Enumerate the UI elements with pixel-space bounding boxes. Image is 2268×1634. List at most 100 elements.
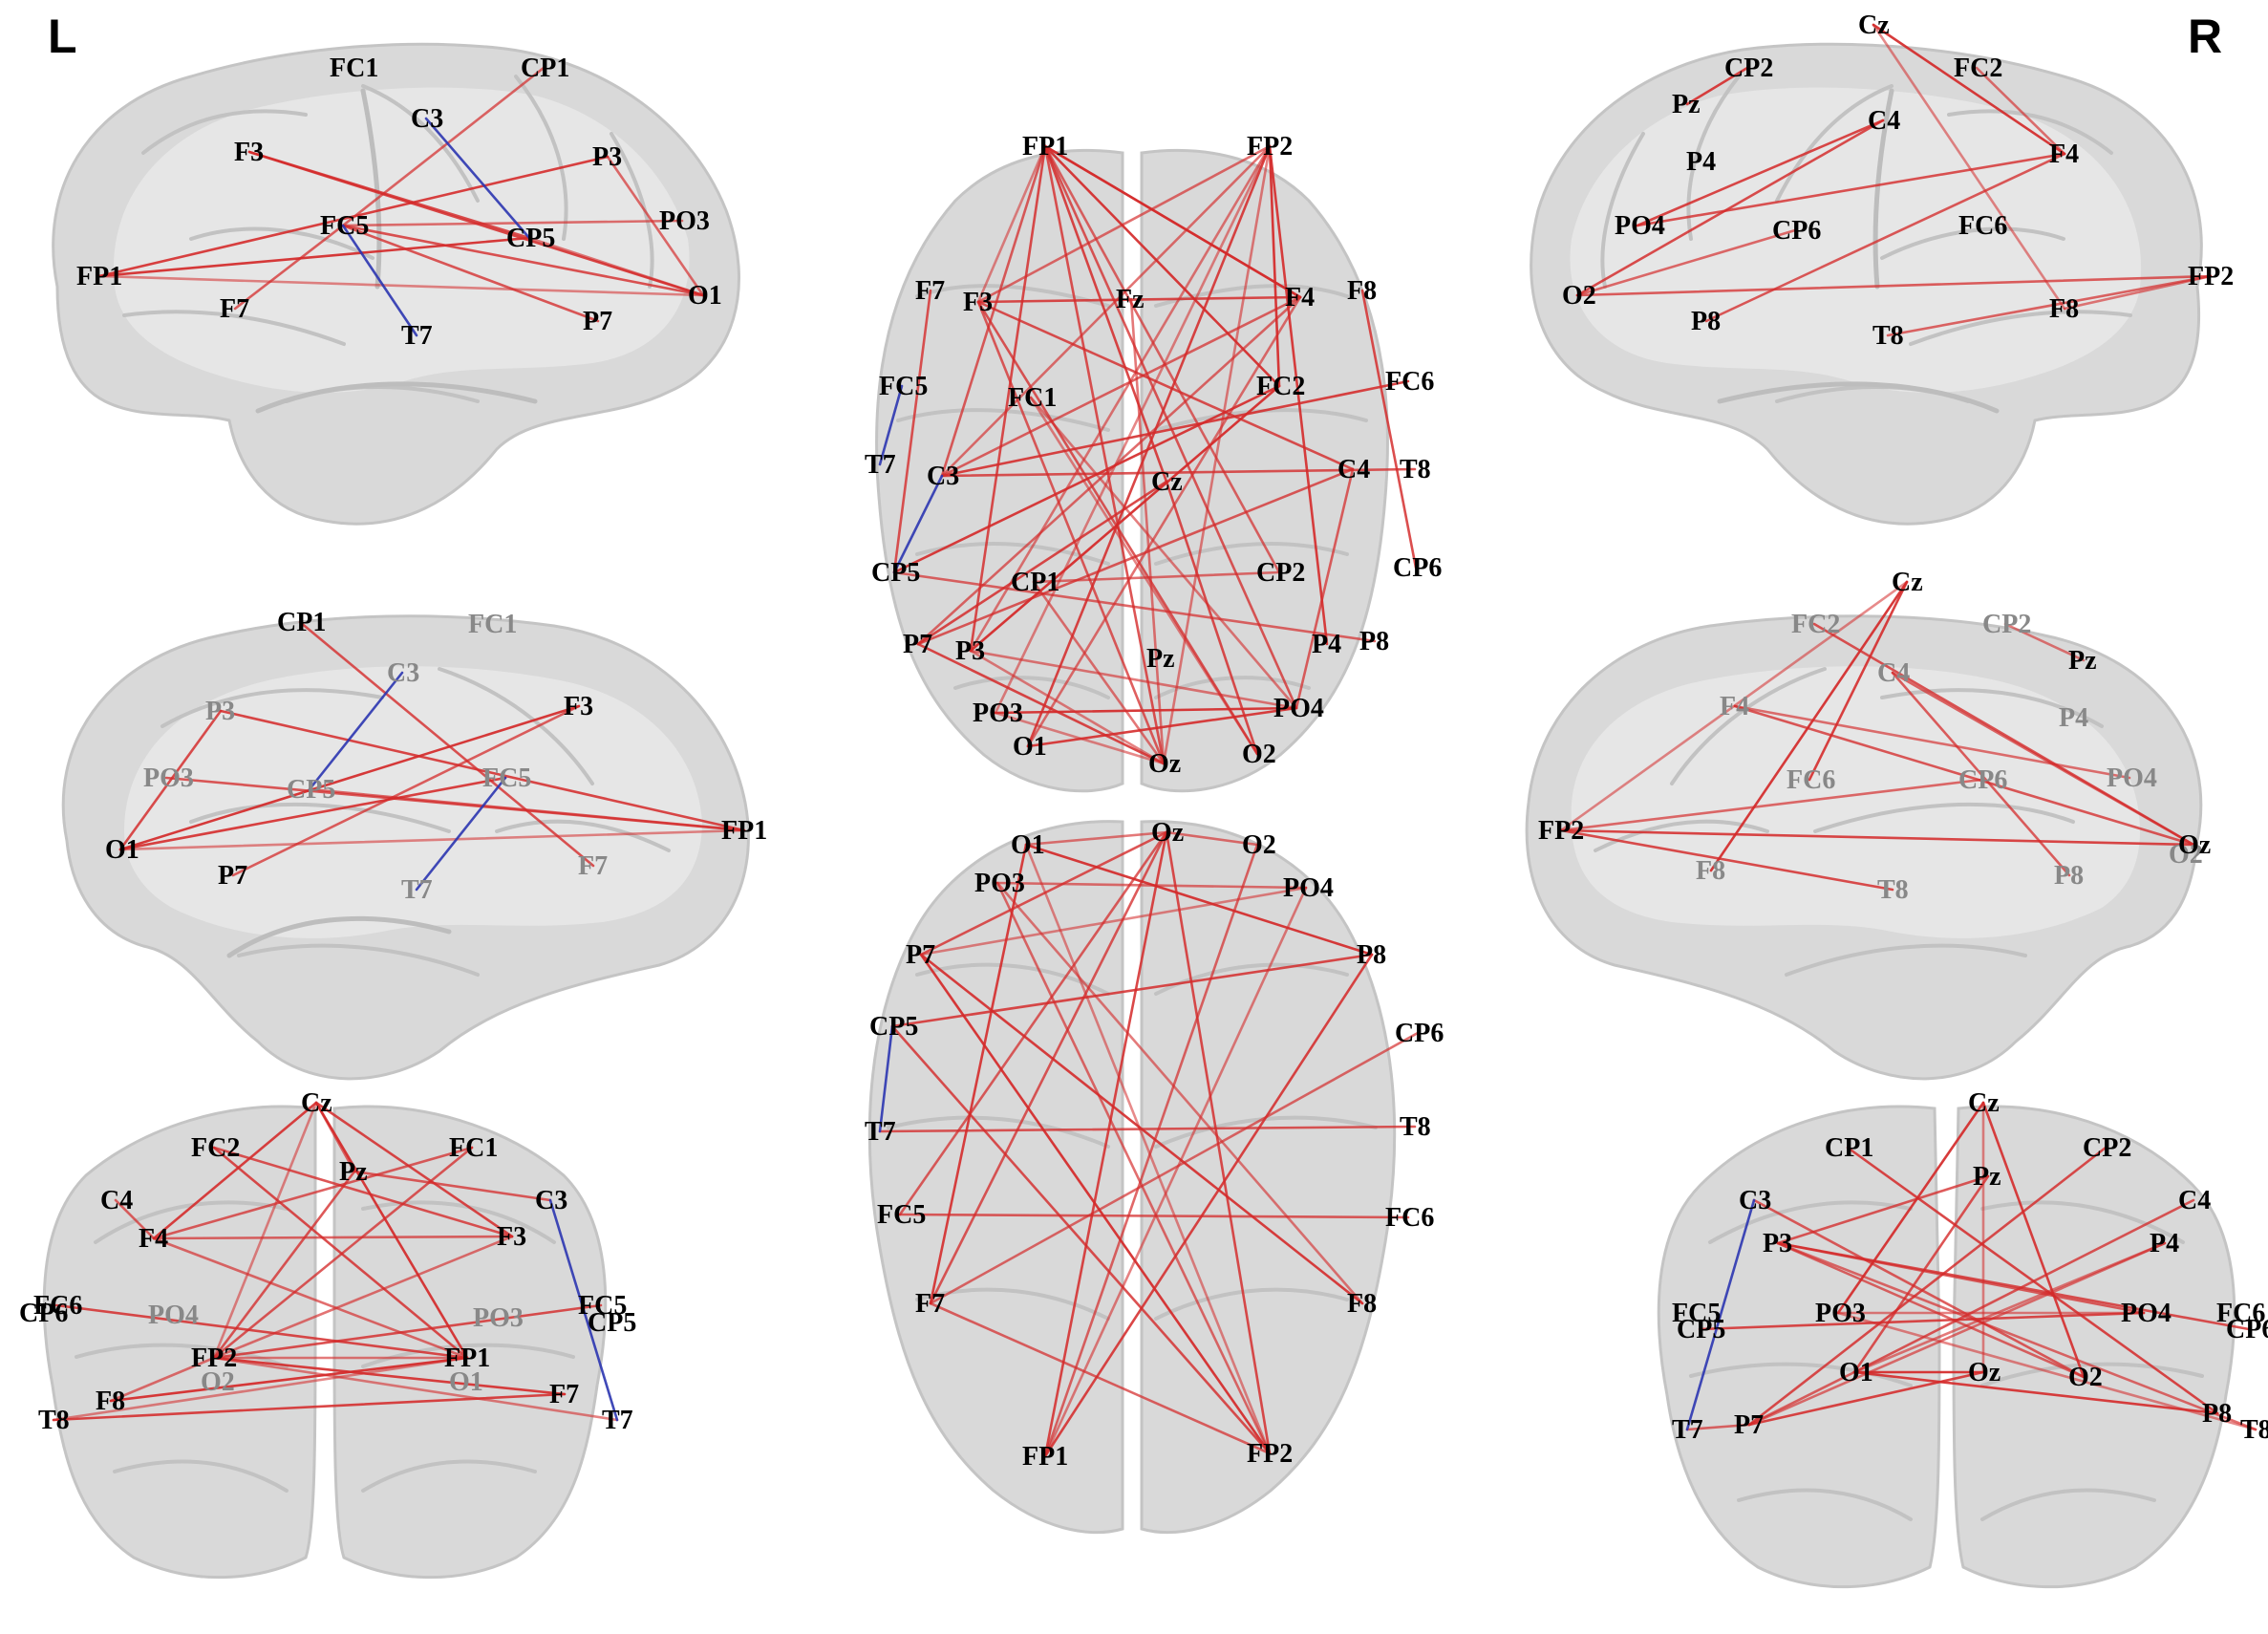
positive-connection-FP2-FC2 bbox=[1268, 144, 1281, 388]
electrode-label-fp2: FP2 bbox=[2188, 262, 2234, 291]
positive-connection-Cz-F3 bbox=[314, 1101, 514, 1238]
positive-connection-PO4-P7 bbox=[919, 886, 1308, 957]
positive-connection-CP1-CP2 bbox=[1032, 570, 1281, 584]
electrode-label-cp2: CP2 bbox=[1724, 54, 1773, 83]
electrode-label-p8: P8 bbox=[2054, 861, 2084, 891]
positive-connection-CP5-O1 bbox=[527, 236, 705, 297]
positive-connection-FP1-CP2 bbox=[1043, 144, 1281, 574]
positive-connection-FC5-FC6 bbox=[898, 1213, 1410, 1219]
positive-connection-Oz-F7 bbox=[929, 830, 1168, 1305]
positive-connection-P3-O2 bbox=[1776, 1241, 2086, 1379]
positive-connection-F4-P8 bbox=[1704, 152, 2066, 323]
electrode-label-f4: F4 bbox=[1285, 283, 1315, 312]
positive-connection-C4-O1 bbox=[1852, 1198, 2195, 1374]
positive-connection-P7-Oz bbox=[916, 642, 1166, 765]
electrode-label-t8: T8 bbox=[1400, 455, 1431, 484]
electrode-label-po4: PO4 bbox=[2107, 763, 2157, 793]
positive-connection-O1-F7 bbox=[929, 843, 1028, 1305]
electrode-label-o1: O1 bbox=[105, 835, 139, 865]
positive-connection-FC5-O1 bbox=[341, 224, 705, 297]
electrode-label-pz: Pz bbox=[339, 1157, 368, 1187]
positive-connection-C4-PO4 bbox=[1294, 467, 1355, 710]
electrode-label-p4: P4 bbox=[1312, 630, 1341, 659]
electrode-label-f8: F8 bbox=[2049, 294, 2079, 324]
electrode-label-po3: PO3 bbox=[143, 763, 194, 793]
positive-connection-FP1-CP5 bbox=[97, 236, 531, 278]
electrode-label-t7: T7 bbox=[865, 450, 896, 480]
positive-connection-FP2-Oz bbox=[1162, 144, 1272, 765]
electrode-label-p7: P7 bbox=[903, 630, 932, 659]
electrode-label-fc5: FC5 bbox=[879, 372, 928, 401]
electrode-label-pz: Pz bbox=[2068, 646, 2097, 676]
electrode-label-pz: Pz bbox=[1672, 90, 1701, 119]
positive-connection-PO3-FC5 bbox=[341, 219, 684, 227]
electrode-label-oz: Oz bbox=[1151, 818, 1184, 848]
electrode-label-po3: PO3 bbox=[473, 1303, 524, 1333]
electrode-label-f8: F8 bbox=[1347, 276, 1377, 306]
positive-connection-P3-T8 bbox=[1776, 1241, 2257, 1431]
electrode-label-t7: T7 bbox=[401, 875, 433, 905]
positive-connection-FC6-FP1 bbox=[54, 1303, 469, 1360]
electrode-label-cp2: CP2 bbox=[1256, 558, 1305, 588]
electrode-label-cp6: CP6 bbox=[2226, 1315, 2268, 1344]
electrode-label-fc2: FC2 bbox=[1791, 610, 1840, 639]
electrode-label-f8: F8 bbox=[1347, 1289, 1377, 1319]
positive-connection-PO4-F4 bbox=[1733, 704, 2131, 780]
positive-connection-O1-Oz bbox=[1024, 830, 1168, 847]
positive-connection-Cz-F8 bbox=[1709, 580, 1909, 872]
electrode-label-fp2: FP2 bbox=[1247, 132, 1293, 161]
negative-connection-FC5-T7 bbox=[415, 776, 507, 892]
positive-connection-FP1-O1 bbox=[97, 274, 705, 297]
positive-connection-P3-PO4 bbox=[969, 649, 1298, 710]
positive-connection-FP2-P3 bbox=[969, 144, 1272, 653]
positive-connection-FP1-P3 bbox=[969, 144, 1047, 653]
positive-connection-F7-CP5 bbox=[892, 289, 932, 574]
positive-connection-Cz-Pz bbox=[314, 1101, 356, 1173]
positive-connection-FP1-PO4 bbox=[1043, 144, 1298, 710]
electrode-label-cz: Cz bbox=[301, 1088, 332, 1118]
positive-connection-F3-FP2 bbox=[212, 1235, 514, 1360]
positive-connection-Pz-C3 bbox=[353, 1170, 552, 1202]
electrode-label-c3: C3 bbox=[411, 104, 443, 134]
electrode-label-fz: Fz bbox=[1116, 285, 1145, 314]
positive-connection-O2-FP1 bbox=[1043, 843, 1259, 1458]
electrode-label-cp6: CP6 bbox=[1393, 553, 1442, 583]
electrode-label-p7: P7 bbox=[218, 861, 247, 891]
electrode-label-f4: F4 bbox=[2049, 140, 2079, 169]
positive-connection-FC5-P7 bbox=[341, 224, 600, 323]
positive-connection-C3-T8 bbox=[940, 467, 1417, 478]
negative-connection-T7-CP5 bbox=[878, 1024, 894, 1133]
electrode-label-c3: C3 bbox=[1739, 1186, 1771, 1215]
positive-connection-Pz-O1 bbox=[1852, 1174, 1990, 1374]
positive-connection-Cz-FP1 bbox=[314, 1101, 469, 1360]
electrode-label-o1: O1 bbox=[1013, 732, 1047, 762]
electrode-label-c4: C4 bbox=[100, 1186, 133, 1215]
positive-connection-FP2-T8 bbox=[1886, 274, 2213, 337]
electrode-label-f7: F7 bbox=[915, 276, 945, 306]
electrode-label-fp1: FP1 bbox=[444, 1344, 490, 1373]
electrode-label-cp6: CP6 bbox=[1958, 765, 2007, 795]
positive-connection-C4-P7 bbox=[916, 467, 1355, 646]
electrode-label-fc5: FC5 bbox=[578, 1291, 627, 1321]
positive-connection-FP1-Cz bbox=[1043, 144, 1168, 484]
positive-connection-Cz-FC6 bbox=[1808, 580, 1909, 782]
electrode-label-fp2: FP2 bbox=[191, 1344, 237, 1373]
electrode-label-t8: T8 bbox=[38, 1406, 70, 1435]
electrode-label-t8: T8 bbox=[2240, 1415, 2268, 1445]
positive-connection-FC2-F3 bbox=[212, 1146, 514, 1238]
electrode-label-o2: O2 bbox=[1562, 281, 1596, 311]
left-hemisphere-label: L bbox=[48, 10, 77, 63]
electrode-label-o1: O1 bbox=[1839, 1358, 1873, 1387]
electrode-label-cp2: CP2 bbox=[2083, 1133, 2131, 1163]
positive-connection-Oz-O2 bbox=[1165, 830, 1259, 847]
brain-right-medial bbox=[1525, 614, 2203, 1081]
positive-connection-Oz-FC5 bbox=[898, 830, 1168, 1216]
positive-connection-CP5-FP2 bbox=[890, 1024, 1272, 1455]
electrode-label-fc1: FC1 bbox=[449, 1133, 498, 1163]
electrode-label-fc1: FC1 bbox=[330, 54, 378, 83]
positive-connection-C4-O2 bbox=[1575, 118, 1885, 297]
positive-connection-P7-O1 bbox=[1747, 1370, 1856, 1427]
positive-connection-F7-FC5 bbox=[233, 224, 345, 311]
